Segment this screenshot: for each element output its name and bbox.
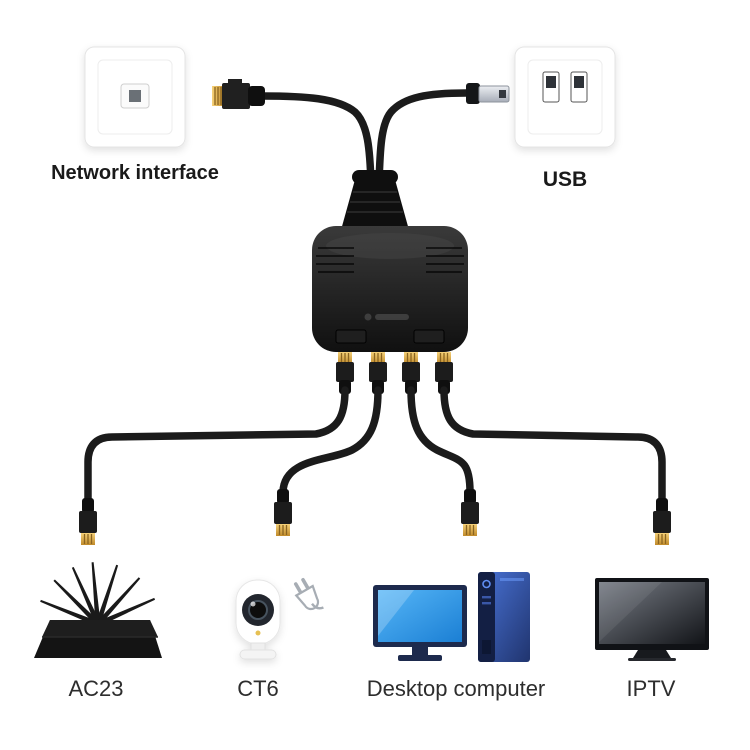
network-interface-label: Network interface: [51, 162, 219, 184]
splitter-output-plugs: [335, 351, 454, 395]
camera-label: CT6: [237, 676, 279, 701]
iptv-label: IPTV: [626, 676, 676, 701]
usb-label: USB: [542, 168, 588, 191]
input-cables: [258, 89, 470, 188]
network-wall-plate-icon: [84, 46, 186, 148]
desktop-label: Desktop computer: [366, 676, 546, 701]
desktop-computer-icon: [373, 572, 530, 662]
rj45-plug-icon: [212, 79, 265, 109]
brand-mark: [364, 313, 409, 321]
rj45-end-connectors: [78, 488, 672, 546]
usb-wall-plate-icon: [514, 46, 616, 148]
camera-icon: [235, 579, 281, 660]
splitter-device-icon: [312, 170, 468, 352]
router-icon: [34, 562, 162, 658]
output-cables: [84, 386, 666, 504]
tv-icon: [595, 578, 709, 661]
router-label: AC23: [68, 676, 124, 701]
usb-plug-icon: [466, 83, 510, 104]
power-plug-icon: [293, 578, 324, 611]
